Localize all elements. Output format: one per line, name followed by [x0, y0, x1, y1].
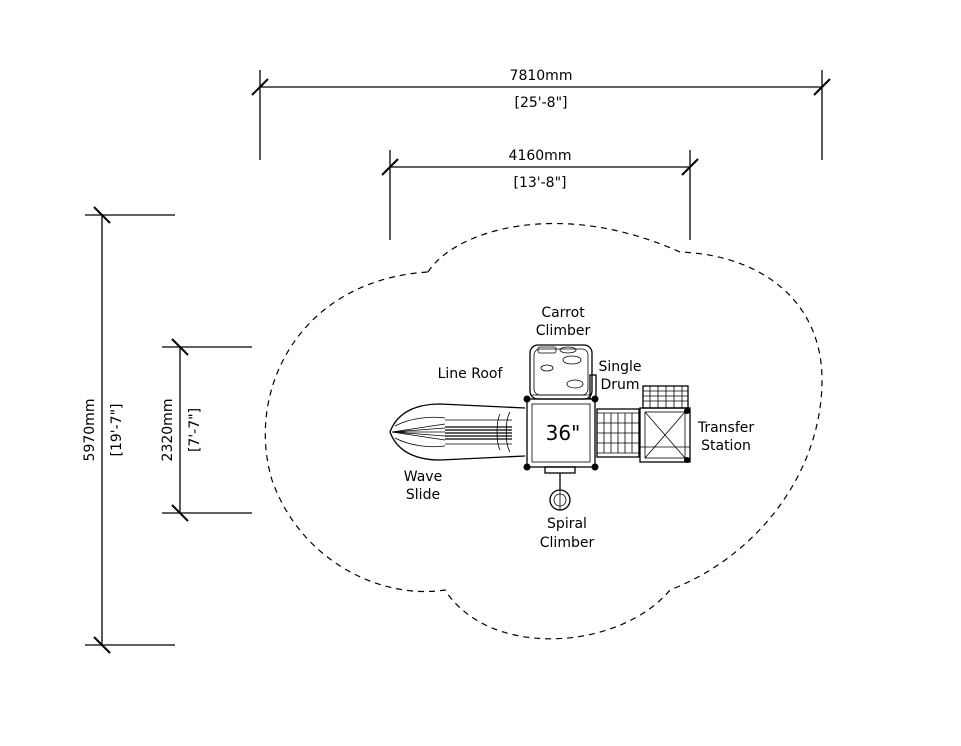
wave-slide-label-1: Wave — [404, 469, 442, 485]
transfer-station-label-2: Station — [701, 438, 751, 454]
deck-depth-metric: 2320mm — [160, 399, 176, 462]
deck-width-metric: 4160mm — [509, 148, 572, 164]
dimension-deck-depth: 2320mm [7'-7"] — [160, 338, 252, 522]
overall-depth-imperial: [19'-7"] — [109, 404, 125, 457]
bridge-walkway — [596, 408, 640, 458]
safety-zone-outline — [264, 222, 823, 640]
main-deck: 36" — [523, 395, 599, 471]
single-drum — [589, 374, 597, 400]
carrot-climber-label-1: Carrot — [541, 305, 585, 321]
spiral-climber-label-1: Spiral — [547, 516, 587, 532]
wave-slide-label-2: Slide — [406, 487, 440, 503]
transfer-station-label-1: Transfer — [697, 420, 755, 436]
single-drum-label-1: Single — [598, 359, 641, 375]
component-labels: Carrot Climber Line Roof Single Drum Tra… — [404, 305, 755, 551]
spiral-climber — [544, 466, 576, 511]
dimension-overall-depth: 5970mm [19'-7"] — [82, 206, 175, 654]
line-roof-label: Line Roof — [438, 366, 504, 382]
spiral-climber-label-2: Climber — [540, 535, 595, 551]
carrot-climber-label-2: Climber — [536, 323, 591, 339]
transfer-station — [639, 385, 691, 463]
overall-width-metric: 7810mm — [510, 68, 573, 84]
wave-slide — [389, 403, 526, 461]
carrot-climber — [529, 344, 593, 400]
deck-height-label: 36" — [546, 421, 581, 445]
overall-depth-metric: 5970mm — [82, 399, 98, 462]
deck-width-imperial: [13'-8"] — [514, 175, 567, 191]
deck-depth-imperial: [7'-7"] — [187, 408, 203, 452]
overall-width-imperial: [25'-8"] — [515, 95, 568, 111]
dimension-deck-width: 4160mm [13'-8"] — [381, 148, 699, 240]
single-drum-label-2: Drum — [600, 377, 639, 393]
dimension-overall-width: 7810mm [25'-8"] — [251, 68, 831, 160]
